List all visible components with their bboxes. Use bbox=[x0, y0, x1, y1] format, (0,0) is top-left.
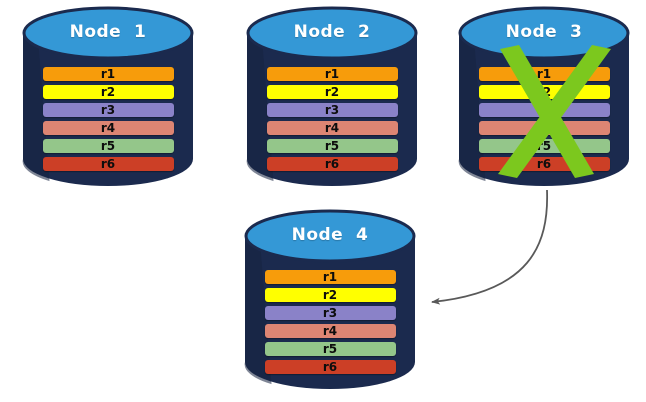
cylinder-top-ellipse bbox=[246, 6, 418, 60]
record-bar[interactable]: r2 bbox=[266, 85, 398, 99]
record-label: r2 bbox=[322, 288, 338, 302]
record-bar[interactable]: r1 bbox=[478, 67, 610, 81]
record-bar[interactable]: r5 bbox=[266, 139, 398, 153]
record-bar[interactable]: r6 bbox=[478, 157, 610, 171]
record-bar[interactable]: r3 bbox=[478, 103, 610, 117]
record-label: r5 bbox=[100, 139, 116, 153]
record-label: r6 bbox=[536, 157, 552, 171]
record-bar[interactable]: r5 bbox=[264, 342, 396, 356]
record-label: r1 bbox=[322, 270, 338, 284]
record-label: r3 bbox=[536, 103, 552, 117]
record-label: r3 bbox=[100, 103, 116, 117]
record-label: r4 bbox=[324, 121, 340, 135]
record-label: r2 bbox=[324, 85, 340, 99]
record-label: r5 bbox=[322, 342, 338, 356]
record-stack: r1 r2 r3 r4 r5 r6 bbox=[22, 67, 194, 171]
record-bar[interactable]: r5 bbox=[478, 139, 610, 153]
record-bar[interactable]: r3 bbox=[42, 103, 174, 117]
record-label: r6 bbox=[100, 157, 116, 171]
record-label: r2 bbox=[100, 85, 116, 99]
record-bar[interactable]: r1 bbox=[266, 67, 398, 81]
record-bar[interactable]: r6 bbox=[266, 157, 398, 171]
cylinder-top-ellipse bbox=[458, 6, 630, 60]
record-label: r2 bbox=[536, 85, 552, 99]
record-bar[interactable]: r1 bbox=[42, 67, 174, 81]
record-label: r6 bbox=[322, 360, 338, 374]
record-bar[interactable]: r2 bbox=[264, 288, 396, 302]
record-bar[interactable]: r2 bbox=[478, 85, 610, 99]
record-bar[interactable]: r3 bbox=[266, 103, 398, 117]
record-label: r1 bbox=[100, 67, 116, 81]
record-label: r4 bbox=[100, 121, 116, 135]
record-bar[interactable]: r4 bbox=[42, 121, 174, 135]
record-stack: r1 r2 r3 r4 r5 r6 bbox=[244, 270, 416, 374]
record-label: r5 bbox=[324, 139, 340, 153]
record-bar[interactable]: r3 bbox=[264, 306, 396, 320]
record-label: r3 bbox=[324, 103, 340, 117]
record-label: r6 bbox=[324, 157, 340, 171]
record-bar[interactable]: r1 bbox=[264, 270, 396, 284]
record-bar[interactable]: r4 bbox=[478, 121, 610, 135]
record-label: r1 bbox=[536, 67, 552, 81]
record-bar[interactable]: r2 bbox=[42, 85, 174, 99]
record-bar[interactable]: r4 bbox=[264, 324, 396, 338]
cylinder-top-ellipse bbox=[244, 209, 416, 263]
record-bar[interactable]: r6 bbox=[264, 360, 396, 374]
cylinder-top-ellipse bbox=[22, 6, 194, 60]
record-label: r4 bbox=[322, 324, 338, 338]
record-label: r4 bbox=[536, 121, 552, 135]
record-bar[interactable]: r5 bbox=[42, 139, 174, 153]
record-stack: r1 r2 r3 r4 r5 r6 bbox=[458, 67, 630, 171]
record-bar[interactable]: r6 bbox=[42, 157, 174, 171]
record-label: r1 bbox=[324, 67, 340, 81]
record-label: r3 bbox=[322, 306, 338, 320]
record-label: r5 bbox=[536, 139, 552, 153]
record-bar[interactable]: r4 bbox=[266, 121, 398, 135]
record-stack: r1 r2 r3 r4 r5 r6 bbox=[246, 67, 418, 171]
